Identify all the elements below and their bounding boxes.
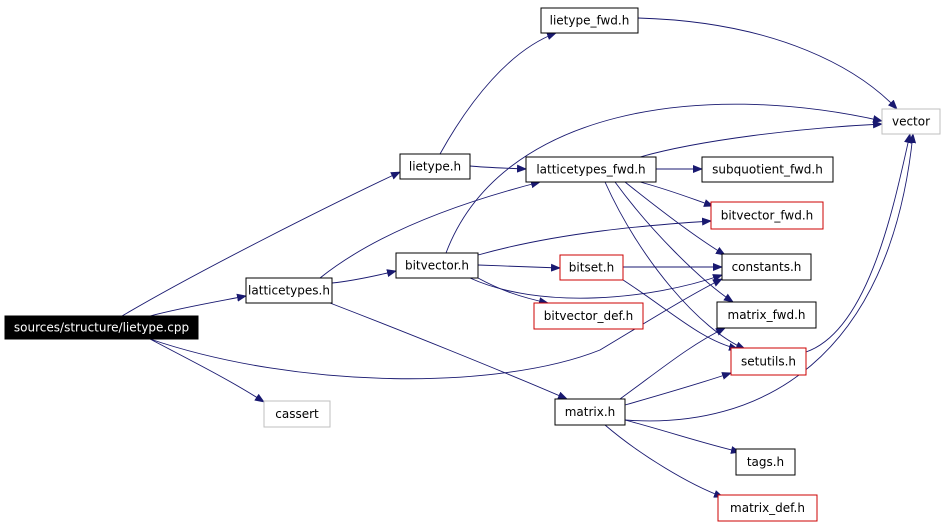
edge-latticetypes_fwd-to-setutils — [604, 181, 746, 350]
node-box-matrix_fwd — [716, 301, 817, 329]
node-box-tags — [735, 448, 796, 476]
edge-matrix-to-tags — [624, 419, 741, 454]
node-label-setutils: setutils.h — [741, 355, 796, 369]
node-root[interactable]: sources/structure/lietype.cpp — [4, 315, 199, 340]
node-label-lietype_fwd: lietype_fwd.h — [550, 14, 630, 28]
node-box-constants — [721, 253, 812, 281]
node-bitvector[interactable]: bitvector.h — [395, 252, 479, 279]
node-label-constants: constants.h — [732, 260, 802, 274]
edge-lietype-to-lietype_fwd — [439, 32, 557, 155]
node-lietype[interactable]: lietype.h — [399, 153, 471, 180]
node-label-matrix_def: matrix_def.h — [730, 501, 805, 515]
node-label-bitvector: bitvector.h — [405, 259, 469, 273]
edge-bitvector-to-bitvector_fwd — [477, 217, 712, 256]
edge-latticetypes_fwd-to-matrix_fwd — [614, 181, 734, 303]
edge-root-to-constants — [149, 278, 723, 380]
edge-bitvector-to-vector — [445, 103, 883, 254]
node-label-tags: tags.h — [747, 455, 784, 469]
edge-latticetypes_fwd-to-vector — [639, 120, 883, 158]
node-box-latticetypes — [245, 277, 333, 304]
edge-lietype_fwd-to-vector — [637, 17, 898, 110]
edge-root-to-lietype — [121, 171, 401, 317]
node-latticetypes_fwd[interactable]: latticetypes_fwd.h — [525, 156, 657, 183]
node-tags[interactable]: tags.h — [735, 448, 796, 476]
node-box-lietype — [399, 153, 471, 180]
node-box-lietype_fwd — [540, 7, 639, 34]
edge-bitvector-to-constants — [469, 274, 723, 299]
node-box-matrix_def — [717, 494, 818, 522]
node-label-vector: vector — [892, 115, 930, 129]
node-box-bitset — [559, 254, 624, 281]
node-box-cassert — [263, 400, 331, 428]
node-box-bitvector_fwd — [710, 201, 824, 230]
node-bitvector_def[interactable]: bitvector_def.h — [533, 302, 644, 330]
node-label-cassert: cassert — [275, 407, 319, 421]
edges-layer — [121, 17, 917, 498]
node-label-latticetypes_fwd: latticetypes_fwd.h — [536, 163, 645, 177]
node-box-setutils — [730, 347, 807, 376]
node-matrix[interactable]: matrix.h — [554, 398, 626, 426]
node-matrix_fwd[interactable]: matrix_fwd.h — [716, 301, 817, 329]
edge-latticetypes-to-matrix — [329, 302, 568, 400]
node-label-lietype: lietype.h — [409, 160, 461, 174]
edge-lietype-to-latticetypes_fwd — [469, 164, 527, 173]
node-box-vector — [881, 108, 941, 135]
node-cassert[interactable]: cassert — [263, 400, 331, 428]
node-label-subquotient_fwd: subquotient_fwd.h — [712, 163, 823, 177]
node-label-root: sources/structure/lietype.cpp — [14, 321, 189, 335]
edge-bitvector-to-bitset — [477, 263, 561, 272]
node-label-bitvector_def: bitvector_def.h — [544, 309, 634, 323]
node-box-bitvector_def — [533, 302, 644, 330]
node-constants[interactable]: constants.h — [721, 253, 812, 281]
node-label-bitvector_fwd: bitvector_fwd.h — [721, 209, 814, 223]
edge-root-to-latticetypes — [149, 293, 247, 317]
edge-matrix-to-matrix_def — [604, 424, 724, 498]
node-matrix_def[interactable]: matrix_def.h — [717, 494, 818, 522]
node-bitvector_fwd[interactable]: bitvector_fwd.h — [710, 201, 824, 230]
edge-matrix-to-setutils — [624, 372, 732, 406]
node-label-matrix_fwd: matrix_fwd.h — [728, 308, 806, 322]
node-label-bitset: bitset.h — [569, 261, 614, 275]
edge-latticetypes-to-bitvector — [331, 269, 397, 284]
node-latticetypes[interactable]: latticetypes.h — [245, 277, 333, 304]
nodes-layer: sources/structure/lietype.cpp lietype_fwd… — [4, 7, 941, 522]
node-setutils[interactable]: setutils.h — [730, 347, 807, 376]
edge-matrix-to-matrix_fwd — [619, 327, 726, 400]
node-lietype_fwd[interactable]: lietype_fwd.h — [540, 7, 639, 34]
edge-bitset-to-setutils — [619, 277, 739, 351]
node-label-latticetypes: latticetypes.h — [248, 284, 330, 298]
node-bitset[interactable]: bitset.h — [559, 254, 624, 281]
edge-setutils-to-vector — [805, 133, 912, 353]
node-box-latticetypes_fwd — [525, 156, 657, 183]
node-label-matrix: matrix.h — [565, 405, 616, 419]
edge-bitvector-to-bitvector_def — [477, 277, 549, 306]
node-subquotient_fwd[interactable]: subquotient_fwd.h — [701, 156, 834, 183]
edge-root-to-cassert — [149, 338, 265, 403]
node-box-root — [4, 315, 199, 340]
node-box-bitvector — [395, 252, 479, 279]
edge-latticetypes_fwd-to-bitvector_fwd — [639, 181, 714, 207]
edge-latticetypes-to-latticetypes_fwd — [319, 180, 541, 279]
node-box-subquotient_fwd — [701, 156, 834, 183]
node-vector[interactable]: vector — [881, 108, 941, 135]
node-box-matrix — [554, 398, 626, 426]
edge-matrix-to-vector — [624, 133, 917, 422]
